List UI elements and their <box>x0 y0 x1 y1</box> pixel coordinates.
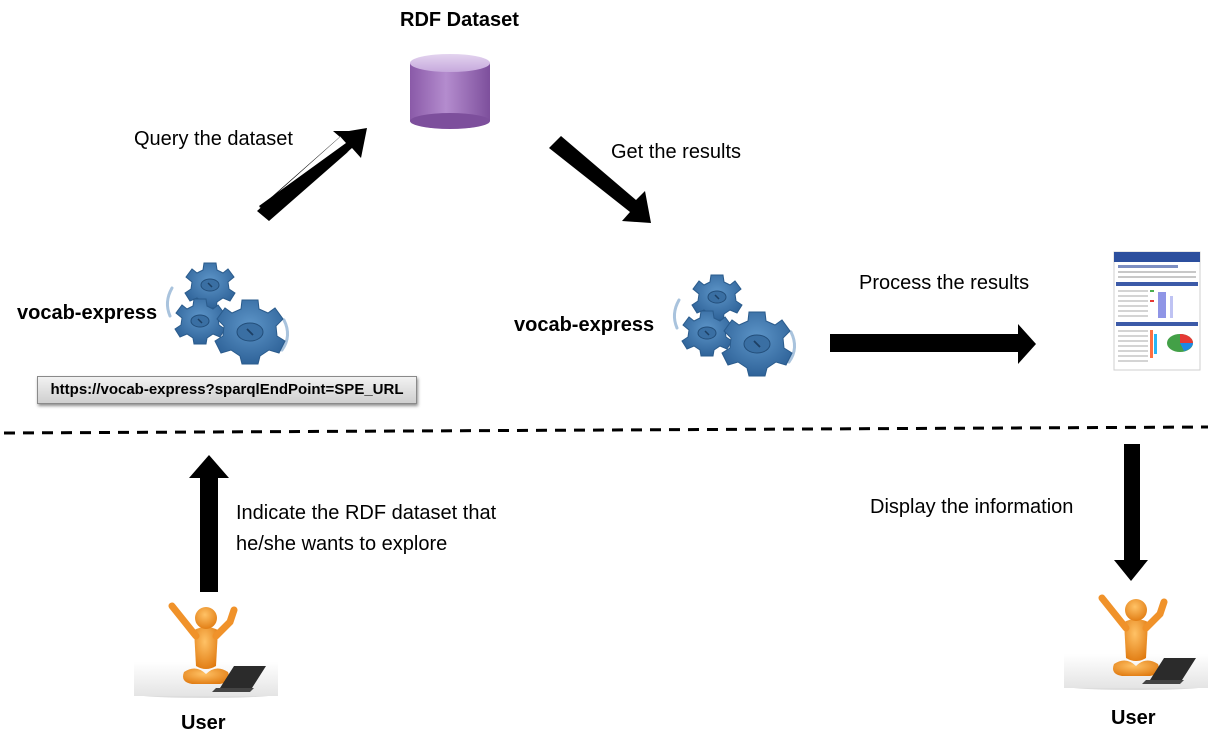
indicate-line-1: Indicate the RDF dataset that <box>236 502 497 524</box>
separator-line <box>3 425 1209 435</box>
user-figure-icon-left <box>134 606 278 698</box>
gears-icon-middle <box>674 275 794 376</box>
process-arrow <box>830 324 1036 364</box>
results-label: Get the results <box>611 141 742 163</box>
engine-mid-label: vocab-express <box>514 314 655 336</box>
dataset-title: RDF Dataset <box>400 9 519 31</box>
gears-icon-left <box>167 263 287 364</box>
indicate-label: Indicate the RDF dataset that he/she wan… <box>236 498 496 560</box>
results-arrow <box>549 136 651 223</box>
process-label: Process the results <box>859 272 1030 294</box>
query-arrow <box>257 128 367 221</box>
display-label: Display the information <box>870 496 1074 518</box>
url-box: https://vocab-express?sparqlEndPoint=SPE… <box>37 376 417 404</box>
engine-left-label: vocab-express <box>17 302 158 324</box>
database-icon <box>410 54 490 129</box>
display-arrow <box>1114 444 1148 581</box>
user-left-label: User <box>181 712 226 734</box>
user-right-label: User <box>1111 707 1156 729</box>
query-label: Query the dataset <box>134 128 293 150</box>
indicate-arrow <box>189 455 229 592</box>
indicate-line-2: he/she wants to explore <box>236 533 448 555</box>
report-thumbnail-icon <box>1113 251 1201 371</box>
user-figure-icon-right <box>1064 598 1208 690</box>
